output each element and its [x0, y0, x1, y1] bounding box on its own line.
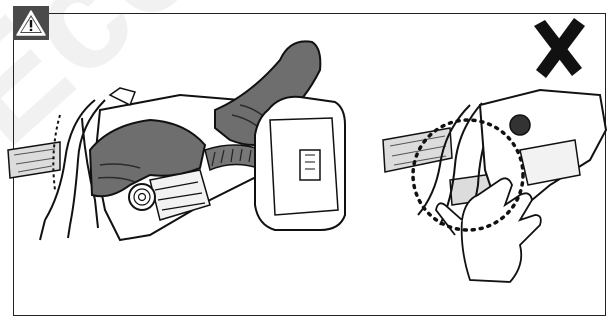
x-cross-icon: [534, 18, 585, 78]
branch-right: [383, 128, 452, 172]
left-scene-correct-grip: [8, 41, 345, 240]
right-scene-prohibited: [383, 90, 606, 282]
handle-end: [129, 184, 155, 210]
branch-left: [8, 142, 60, 178]
